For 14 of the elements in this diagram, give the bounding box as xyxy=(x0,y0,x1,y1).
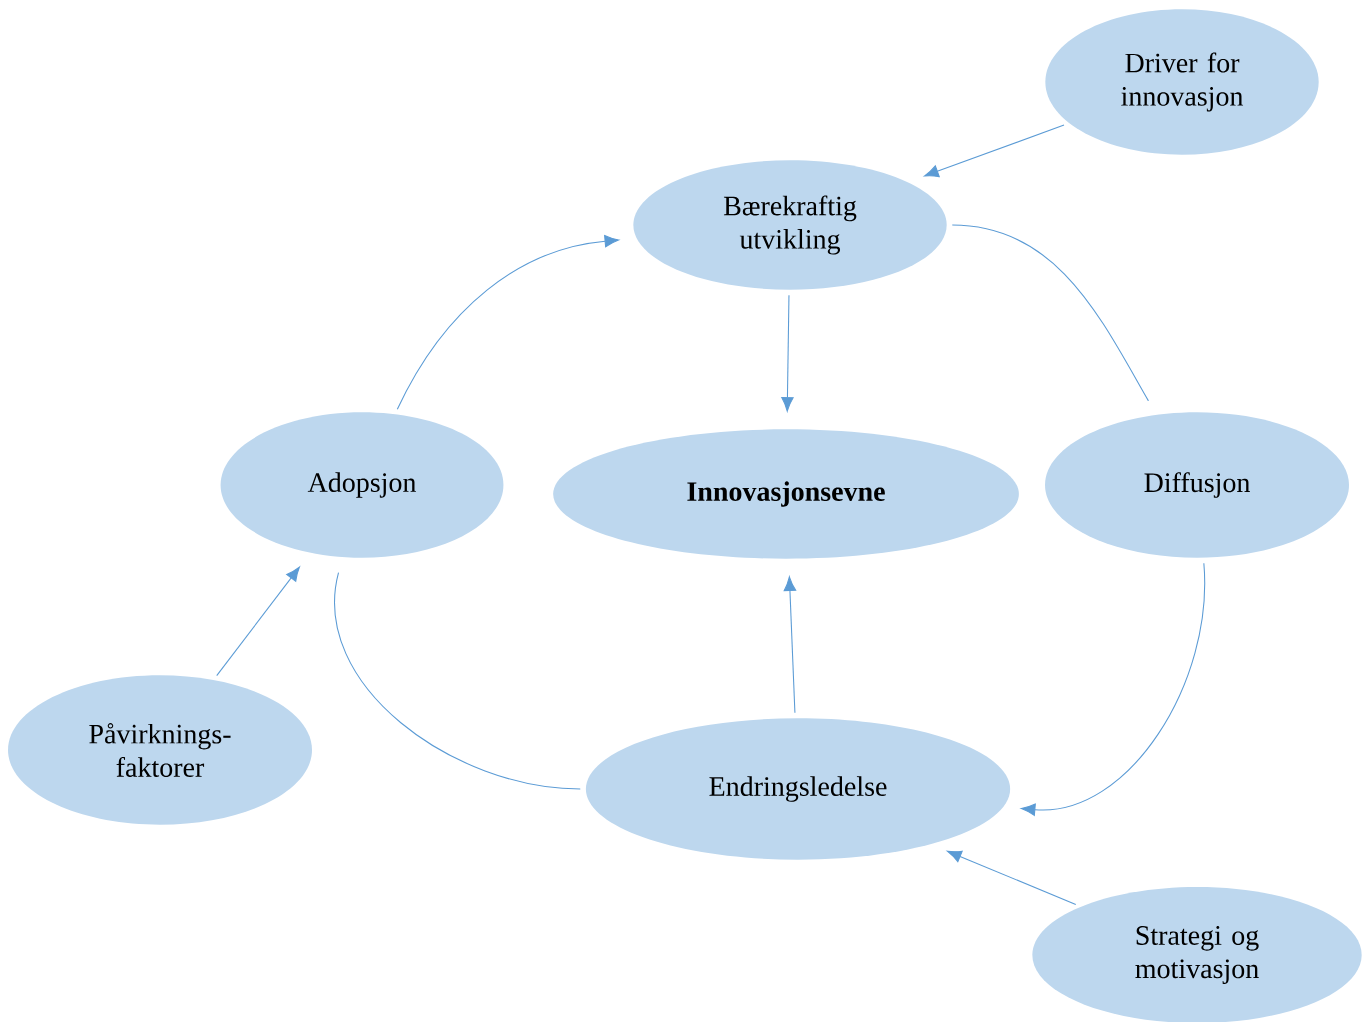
ellipse-node: Endringsledelse xyxy=(585,718,1011,860)
ellipse-node: Adopsjon xyxy=(220,412,504,558)
arrow xyxy=(216,566,300,677)
arrow xyxy=(396,235,620,410)
arrow xyxy=(781,294,794,412)
ellipse-node: Påvirknings- faktorer xyxy=(8,675,312,825)
ellipse-node: Bærekraftig utvikling xyxy=(633,160,947,290)
ellipse-node: Innovasjonsevne xyxy=(553,429,1019,559)
ellipse-node: Diffusjon xyxy=(1045,412,1349,558)
arrow xyxy=(783,576,797,714)
arrow xyxy=(1020,562,1206,816)
ellipse-node: Driver for innovasjon xyxy=(1045,9,1319,155)
arrow xyxy=(947,850,1077,906)
arrow xyxy=(924,124,1065,178)
